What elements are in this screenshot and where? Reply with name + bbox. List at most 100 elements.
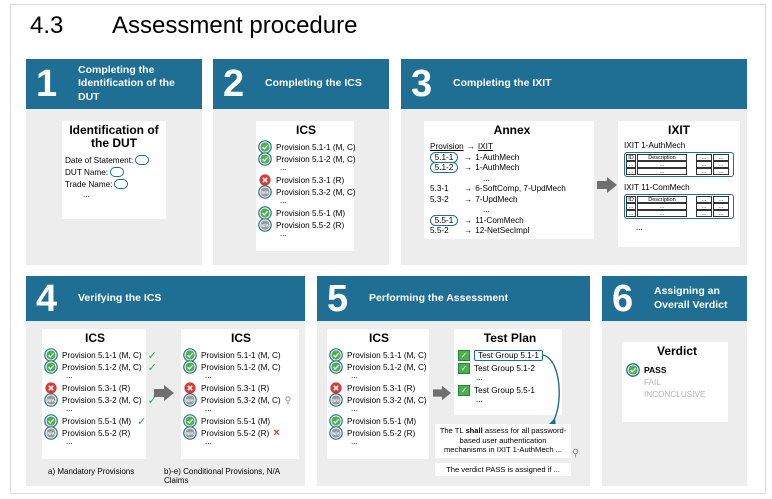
provision-label: Provision 5.1-1 (M, C): [347, 350, 427, 360]
verdict-title: Verdict: [656, 344, 698, 358]
provision-label: Provision 5.5-2 (R): [347, 428, 416, 438]
na-icon: N/A: [183, 393, 197, 407]
cross-icon: [183, 381, 197, 395]
annex-row: ...: [430, 173, 594, 184]
trade-name-input[interactable]: [114, 179, 129, 189]
provision-row[interactable]: Provision 5.1-2 (M, C): [183, 360, 299, 374]
provision-row[interactable]: Provision 5.3-1 (R): [329, 382, 429, 394]
annex-ixit: 7-UpdMech: [475, 194, 518, 204]
provision-label: Provision 5.5-1 (M): [201, 416, 271, 426]
annex-row: 5.3-1→6-SoftComp, 7-UpdMech: [430, 184, 594, 195]
provision-row[interactable]: Provision 5.5-1 (M): [329, 414, 429, 428]
perform-ics-title: ICS: [368, 331, 389, 345]
provision-row[interactable]: Provision 5.5-1 (M): [258, 206, 354, 220]
provision-label: Provision 5.3-2 (M, C): [347, 395, 427, 405]
verdict-pass[interactable]: PASS: [626, 363, 728, 377]
ixit-cell: ID: [626, 154, 636, 161]
provision-label: Provision 5.5-1 (M): [62, 416, 132, 426]
test-group-row[interactable]: ✓Test Group 5.5-1: [458, 384, 562, 397]
map-arrow-icon: →: [464, 152, 473, 162]
provision-row[interactable]: Provision 5.1-2 (M, C): [258, 152, 356, 166]
provision-row[interactable]: Provision 5.5-1 (M)✓: [44, 414, 146, 428]
provision-row[interactable]: Provision 5.1-2 (M, C)✓: [44, 360, 157, 374]
ixit-cell: ...: [637, 161, 687, 168]
verify-before-title: ICS: [84, 331, 105, 345]
annex-ixit: 1-AuthMech: [475, 163, 520, 173]
provision-label: Provision 5.3-2 (M, C): [62, 395, 142, 405]
ixit-more: ...: [636, 223, 643, 232]
annex-row: 5.5-1→11-ComMech: [430, 214, 594, 226]
annex-provision: 5.3-2: [430, 194, 449, 204]
na-icon: N/A: [258, 185, 272, 199]
test-group-row[interactable]: ✓ Test Group 5.1-1: [458, 349, 562, 362]
list-ellipsis: ...: [205, 437, 212, 446]
step-5-number: 5: [327, 277, 349, 320]
list-ellipsis: ...: [351, 437, 358, 446]
provision-row[interactable]: Provision 5.1-1 (M, C): [183, 348, 299, 362]
provision-row[interactable]: Provision 5.1-1 (M, C)✓: [44, 348, 157, 362]
ixit-title: IXIT: [667, 123, 690, 137]
provision-row[interactable]: Provision 5.5-1 (M): [183, 414, 299, 428]
na-icon: N/A: [44, 393, 58, 407]
test-plan-list: ✓ Test Group 5.1-1 ✓ Test Group 5.1-2... ✓Te…: [458, 349, 562, 406]
provision-row[interactable]: Provision 5.3-1 (R): [183, 382, 299, 394]
checkbox-icon[interactable]: ✓: [458, 363, 470, 374]
verdict-fail[interactable]: FAIL: [644, 377, 661, 387]
step-6-number: 6: [612, 277, 634, 320]
step-4-number: 4: [36, 277, 58, 320]
provision-row[interactable]: Provision 5.3-1 (R): [258, 174, 354, 186]
provision-row[interactable]: Provision 5.1-1 (M, C): [329, 348, 429, 362]
cross-icon: [258, 173, 272, 187]
step-5-arrow: [433, 385, 451, 401]
search-icon[interactable]: ⚲: [284, 394, 292, 405]
annex-ixit: 6-SoftComp, 7-UpdMech: [475, 184, 566, 194]
list-ellipsis: ...: [66, 437, 73, 446]
map-arrow-icon: →: [464, 194, 473, 204]
map-arrow-icon: →: [464, 163, 473, 173]
list-ellipsis: ...: [66, 404, 73, 413]
na-icon: N/A: [44, 426, 58, 440]
test-group-label: Test Group 5.1-1: [474, 350, 543, 361]
check-circle-icon: [329, 348, 343, 362]
annex-provision: 5.5-2: [430, 226, 449, 236]
step-1-panel: 1 Completing the Identification of the D…: [26, 59, 202, 265]
verified-check-icon: ✓: [147, 361, 157, 374]
test-plan-card: Test Plan ✓Test Group 5.1-1✓Test Group 5…: [454, 329, 562, 415]
search-icon[interactable]: ⚲: [572, 448, 580, 459]
date-input[interactable]: [135, 155, 150, 165]
step-3-title: Completing the IXIT: [453, 77, 552, 90]
step-6-banner: 6 Assigning an Overall Verdict: [602, 276, 747, 321]
dut-name-input[interactable]: [110, 167, 125, 177]
ixit-cell: ...: [637, 203, 687, 210]
step-6-panel: 6 Assigning an Overall Verdict Verdict P…: [602, 276, 747, 486]
na-icon: N/A: [183, 426, 197, 440]
step-2-banner: 2 Completing the ICS: [213, 59, 389, 109]
ixit-cell: ...: [637, 210, 687, 217]
test-plan-title: Test Plan: [483, 331, 537, 345]
provision-row[interactable]: Provision 5.3-1 (R): [44, 382, 146, 394]
verdict-inconclusive[interactable]: INCONCLUSIVE: [644, 389, 706, 399]
test-group-row[interactable]: ✓ Test Group 5.1-2: [458, 362, 562, 375]
test-group-label: Test Group 5.1-2: [474, 364, 535, 373]
checkbox-icon[interactable]: ✓: [458, 350, 470, 361]
step-3-banner: 3 Completing the IXIT: [401, 59, 747, 109]
annex-provision: 5.1-1: [430, 151, 458, 163]
step-1-number: 1: [36, 63, 58, 105]
provision-row[interactable]: Provision 5.1-1 (M, C): [258, 140, 356, 154]
verify-ics-before: ICS Provision 5.1-1 (M, C)✓Provision 5.1…: [42, 329, 157, 459]
check-circle-icon: [258, 152, 272, 166]
provision-row[interactable]: Provision 5.1-2 (M, C): [329, 360, 429, 374]
checkbox-icon[interactable]: ✓: [458, 385, 470, 396]
list-ellipsis: ...: [476, 373, 483, 382]
ixit-cell: ...: [696, 168, 712, 175]
